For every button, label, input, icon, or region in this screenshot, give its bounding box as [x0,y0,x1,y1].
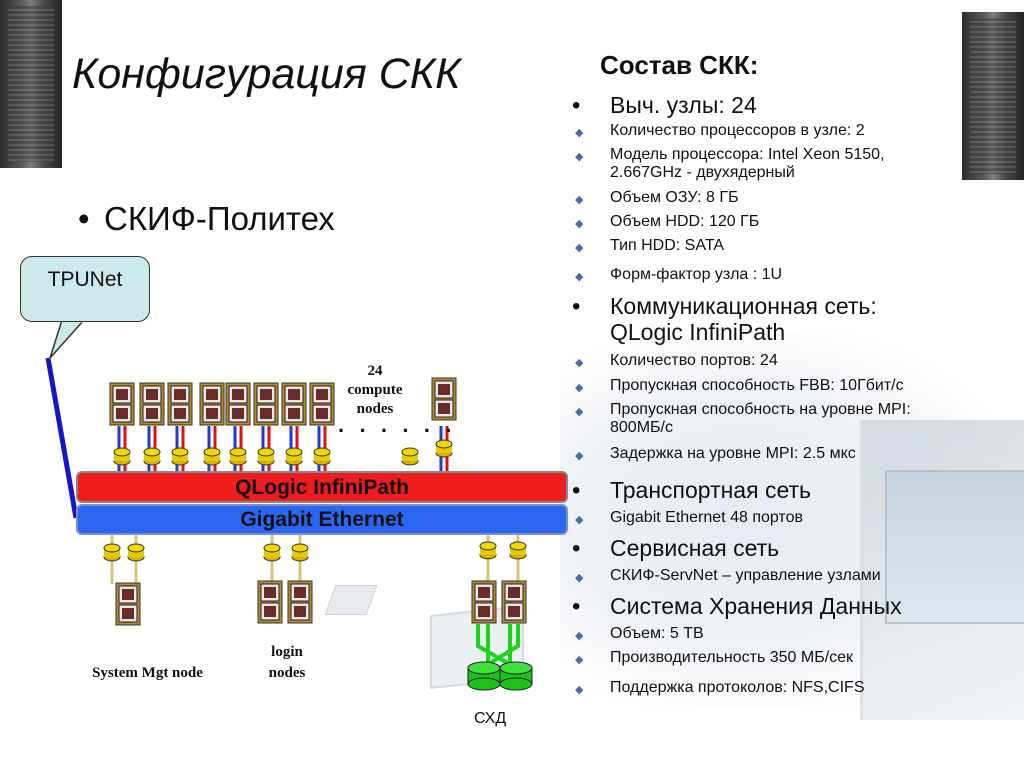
diamond-bullet-icon: ◆ [575,218,584,230]
page-title: Конфигурация СКК [72,50,461,98]
composition-item-text: 2.667GHz - двухядерный [610,164,795,181]
bullet-marker: • [572,477,581,504]
bullet-marker: • [572,593,581,620]
compute-label-line1: compute [347,382,403,398]
compute-nodes-label: 24 compute nodes [340,362,410,419]
diamond-bullet-icon: ◆ [575,572,584,584]
composition-item-text: Объем: 5 ТВ [610,625,704,642]
composition-item-text: Коммуникационная сеть: [610,293,877,319]
ellipsis: · · · · · · [338,418,457,443]
composition-item-text: Количество портов: 24 [610,352,778,369]
diamond-bullet-icon: ◆ [575,357,584,369]
diamond-bullet-icon: ◆ [575,450,584,462]
diamond-bullet-icon: ◆ [575,382,584,394]
login-nodes-label: login nodes [252,642,322,684]
bullet-marker: • [572,293,581,320]
background-laptop-screen [885,470,1024,624]
diamond-bullet-icon: ◆ [575,271,584,283]
composition-item-text: Система Хранения Данных [610,593,902,619]
composition-item-text: Сервисная сеть [610,535,780,561]
composition-item-text: Транспортная сеть [610,477,811,503]
left-bullet-text: СКИФ-Политех [104,200,335,237]
composition-item-text: 800МБ/с [610,419,673,436]
composition-heading: Состав СКК: [600,50,759,80]
composition-item-text: СКИФ-ServNet – управление узлами [610,567,881,584]
diamond-bullet-icon: ◆ [575,406,584,418]
bullet-marker: • [78,200,90,237]
composition-item-text: Объем ОЗУ: 8 ГБ [610,189,739,206]
composition-item-text: QLogic InfiniPath [610,319,786,345]
composition-item-text: Объем HDD: 120 ГБ [610,213,760,230]
system-mgt-node-label: System Mgt node [92,665,203,681]
composition-item-text: Задержка на уровне MPI: 2.5 мкс [610,445,856,462]
callout-tail [49,319,86,359]
compute-label-line2: nodes [356,401,394,417]
tpunet-callout: TPUNet [20,256,150,322]
composition-item-text: Производительность 350 МБ/сек [610,649,854,666]
composition-item-text: Пропускная способность на уровне MPI: [610,401,911,418]
composition-item-text: Тип HDD: SATA [610,237,725,254]
nodes-layer [103,377,533,691]
diamond-bullet-icon: ◆ [575,194,584,206]
composition-item-text: Пропускная способность FBB: 10Гбит/с [610,377,904,394]
diamond-bullet-icon: ◆ [575,242,584,254]
bullet-marker: • [572,92,581,119]
composition-item-text: Количество процессоров в узле: 2 [610,122,865,139]
diamond-bullet-icon: ◆ [575,514,584,526]
compute-count: 24 [367,363,383,379]
login-label-line2: nodes [268,665,306,681]
uplink-line [45,357,79,519]
login-label-line1: login [271,644,303,660]
diamond-bullet-icon: ◆ [575,127,584,139]
composition-item-text: Gigabit Ethernet 48 портов [610,509,803,526]
composition-item-text: Выч. узлы: 24 [610,92,757,118]
bullet-marker: • [572,535,581,562]
diamond-bullet-icon: ◆ [575,654,584,666]
diamond-bullet-icon: ◆ [575,630,584,642]
composition-item-text: Форм-фактор узла : 1U [610,266,783,283]
left-bullet: • СКИФ-Политех [78,200,335,238]
storage-link [476,624,520,670]
gigabit-ethernet-bar: Gigabit Ethernet [76,504,568,535]
storage-label: СХД [474,710,507,727]
composition-item-text: Поддержка протоколов: NFS,CIFS [610,679,865,696]
server-rack-image-right [962,12,1024,180]
infinipath-network-bar: QLogic InfiniPath [76,471,568,503]
diamond-bullet-icon: ◆ [575,684,584,696]
composition-item-text: Модель процессора: Intel Xeon 5150, [610,146,885,163]
diamond-bullet-icon: ◆ [575,151,584,163]
server-rack-image-left [0,0,62,168]
